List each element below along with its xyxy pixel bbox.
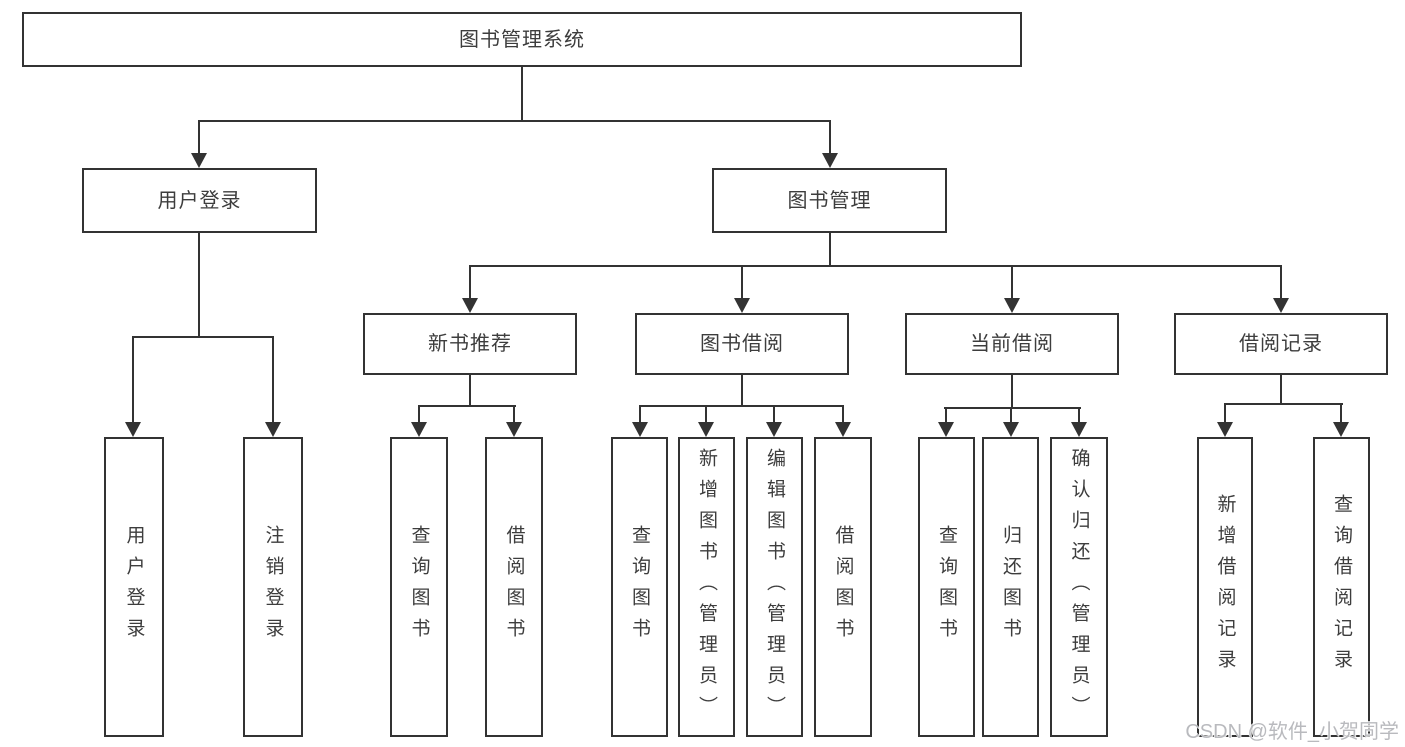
arrowhead-down <box>1217 422 1233 437</box>
connector-line <box>1340 403 1342 424</box>
connector-line <box>1224 403 1226 424</box>
arrowhead-down <box>698 422 714 437</box>
connector-line <box>521 67 523 120</box>
connector-line <box>272 336 274 423</box>
arrowhead-down <box>411 422 427 437</box>
node-label: 确认归还（管理员） <box>1068 447 1090 727</box>
connector-line <box>944 407 1081 409</box>
leaf-records-query-record: 查询借阅记录 <box>1313 437 1370 737</box>
node-label: 归还图书 <box>1000 525 1021 649</box>
node-user-login: 用户登录 <box>82 168 317 233</box>
connector-line <box>829 120 831 154</box>
arrowhead-down <box>125 422 141 437</box>
connector-line <box>741 265 743 299</box>
leaf-current-confirm-return-admin: 确认归还（管理员） <box>1050 437 1108 737</box>
leaf-newbooks-query-book: 查询图书 <box>390 437 448 737</box>
connector-line <box>469 265 1282 267</box>
connector-line <box>418 405 420 424</box>
connector-line <box>198 120 200 154</box>
connector-line <box>842 405 844 424</box>
node-label: 借阅图书 <box>832 525 854 649</box>
arrowhead-down <box>766 422 782 437</box>
node-new-book-recommend: 新书推荐 <box>363 313 577 375</box>
node-book-management: 图书管理 <box>712 168 947 233</box>
leaf-borrow-add-book-admin: 新增图书（管理员） <box>678 437 735 737</box>
connector-line <box>705 405 707 424</box>
arrowhead-down <box>506 422 522 437</box>
arrowhead-down <box>938 422 954 437</box>
node-label: 用户登录 <box>157 189 242 212</box>
connector-line <box>418 405 516 407</box>
connector-line <box>198 120 831 122</box>
node-label: 查询借阅记录 <box>1331 494 1352 680</box>
node-label: 新增图书（管理员） <box>696 447 717 727</box>
node-label: 图书管理 <box>787 189 872 212</box>
arrowhead-down <box>734 298 750 313</box>
connector-line <box>773 405 775 424</box>
connector-line <box>1011 265 1013 299</box>
node-label: 查询图书 <box>408 525 430 649</box>
connector-line <box>829 233 831 265</box>
connector-line <box>741 375 743 405</box>
node-label: 借阅记录 <box>1239 333 1323 355</box>
connector-line <box>1280 375 1282 403</box>
leaf-current-return-book: 归还图书 <box>982 437 1039 737</box>
arrowhead-down <box>462 298 478 313</box>
node-label: 编辑图书（管理员） <box>764 447 785 727</box>
node-label: 图书借阅 <box>700 333 784 355</box>
arrowhead-down <box>191 153 207 168</box>
connector-line <box>469 375 471 405</box>
connector-line <box>132 336 274 338</box>
connector-line <box>1078 407 1080 424</box>
arrowhead-down <box>1003 422 1019 437</box>
leaf-user-login: 用户登录 <box>104 437 164 737</box>
node-label: 图书管理系统 <box>459 28 585 51</box>
arrowhead-down <box>1004 298 1020 313</box>
node-label: 借阅图书 <box>503 525 525 649</box>
connector-line <box>513 405 515 424</box>
connector-line <box>469 265 471 299</box>
node-label: 新增借阅记录 <box>1214 494 1236 680</box>
node-label: 用户登录 <box>123 525 145 649</box>
node-book-borrow: 图书借阅 <box>635 313 849 375</box>
node-label: 当前借阅 <box>970 333 1054 355</box>
node-label: 查询图书 <box>629 525 650 649</box>
node-label: 查询图书 <box>936 525 957 649</box>
node-label: 新书推荐 <box>428 333 512 355</box>
arrowhead-down <box>822 153 838 168</box>
leaf-newbooks-borrow-book: 借阅图书 <box>485 437 543 737</box>
csdn-watermark: CSDN @软件_小贺同学 <box>1185 721 1399 743</box>
node-label: 注销登录 <box>262 525 284 649</box>
node-root-system: 图书管理系统 <box>22 12 1022 67</box>
connector-line <box>1011 375 1013 407</box>
leaf-logout: 注销登录 <box>243 437 303 737</box>
leaf-records-add-record: 新增借阅记录 <box>1197 437 1253 737</box>
connector-line <box>945 407 947 424</box>
leaf-current-query-book: 查询图书 <box>918 437 975 737</box>
connector-line <box>1010 407 1012 424</box>
connector-line <box>1224 403 1343 405</box>
node-current-borrow: 当前借阅 <box>905 313 1119 375</box>
leaf-borrow-edit-book-admin: 编辑图书（管理员） <box>746 437 803 737</box>
arrowhead-down <box>1273 298 1289 313</box>
connector-line <box>132 336 134 423</box>
connector-line <box>198 233 200 336</box>
arrowhead-down <box>632 422 648 437</box>
connector-line <box>639 405 641 424</box>
arrowhead-down <box>1333 422 1349 437</box>
connector-line <box>1280 265 1282 299</box>
leaf-borrow-query-book: 查询图书 <box>611 437 668 737</box>
leaf-borrow-borrow-book: 借阅图书 <box>814 437 872 737</box>
node-borrow-records: 借阅记录 <box>1174 313 1388 375</box>
connector-line <box>639 405 844 407</box>
arrowhead-down <box>1071 422 1087 437</box>
arrowhead-down <box>835 422 851 437</box>
arrowhead-down <box>265 422 281 437</box>
